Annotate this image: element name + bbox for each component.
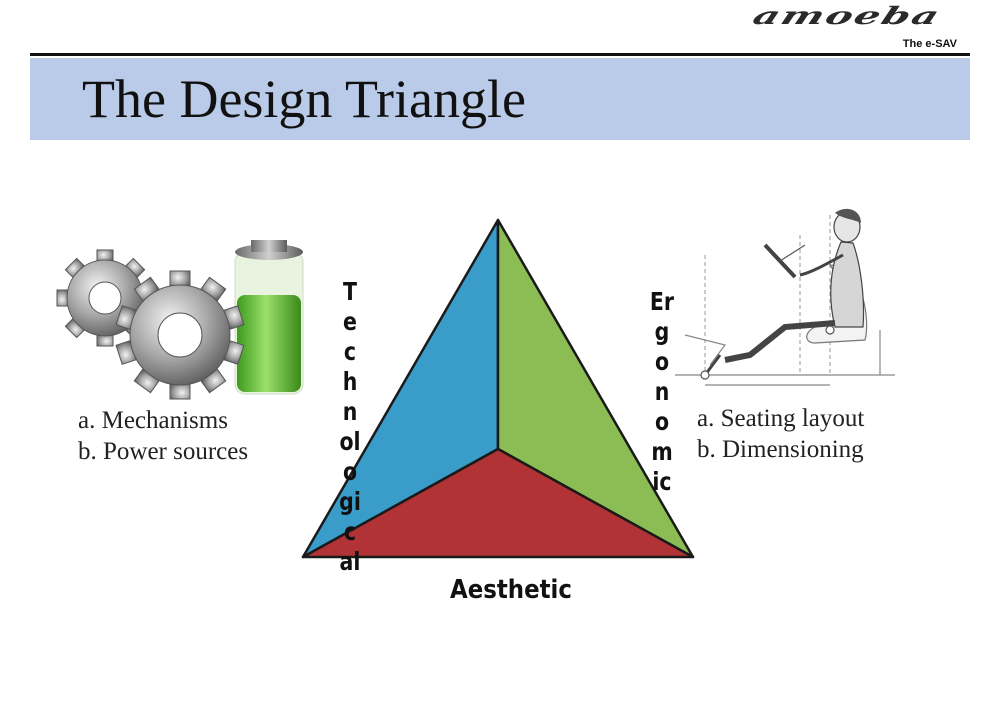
aesthetic-label: Aesthetic: [450, 575, 572, 605]
label-chunk: o: [654, 347, 670, 376]
gears-icon: [56, 249, 245, 400]
slide-title: The Design Triangle: [82, 69, 526, 129]
label-chunk: ol: [339, 427, 361, 456]
mechanisms-illustration: [56, 240, 304, 400]
title-band: The Design Triangle: [30, 58, 970, 140]
label-chunk: al: [339, 547, 361, 576]
label-chunk: o: [342, 457, 358, 486]
seated-driver-ergonomics-icon: [675, 208, 895, 386]
amoeba-logo: amoeba The e-SAV: [725, 2, 975, 52]
label-chunk: c: [343, 517, 357, 546]
label-chunk: h: [342, 367, 358, 396]
label-chunk: o: [654, 407, 670, 436]
label-chunk: ic: [652, 467, 672, 496]
list-item: b. Power sources: [78, 438, 249, 465]
label-chunk: n: [654, 377, 670, 406]
label-chunk: n: [342, 397, 358, 426]
design-triangle: [301, 218, 695, 559]
logo-wordmark: amoeba: [748, 2, 945, 31]
label-chunk: T: [343, 277, 357, 306]
label-chunk: e: [343, 307, 357, 336]
ergonomic-label: Er g o n o m ic: [640, 287, 684, 497]
list-item: a. Seating layout: [697, 405, 865, 432]
label-chunk: c: [343, 337, 357, 366]
label-chunk: m: [651, 437, 673, 466]
list-item: b. Dimensioning: [697, 436, 864, 463]
technological-label: T e c h n ol o gi c al: [325, 277, 374, 577]
header-rule: [30, 53, 970, 56]
aesthetic-region: [301, 447, 695, 559]
battery-icon: [234, 240, 304, 395]
label-chunk: Er: [649, 287, 675, 316]
logo-tagline: The e-SAV: [902, 38, 957, 50]
ergonomic-aspects-list: a. Seating layout b. Dimensioning: [697, 403, 864, 465]
label-chunk: gi: [339, 487, 361, 516]
list-item: a. Mechanisms: [78, 407, 228, 434]
label-chunk: g: [654, 317, 670, 346]
technological-aspects-list: a. Mechanisms b. Power sources: [78, 405, 248, 467]
